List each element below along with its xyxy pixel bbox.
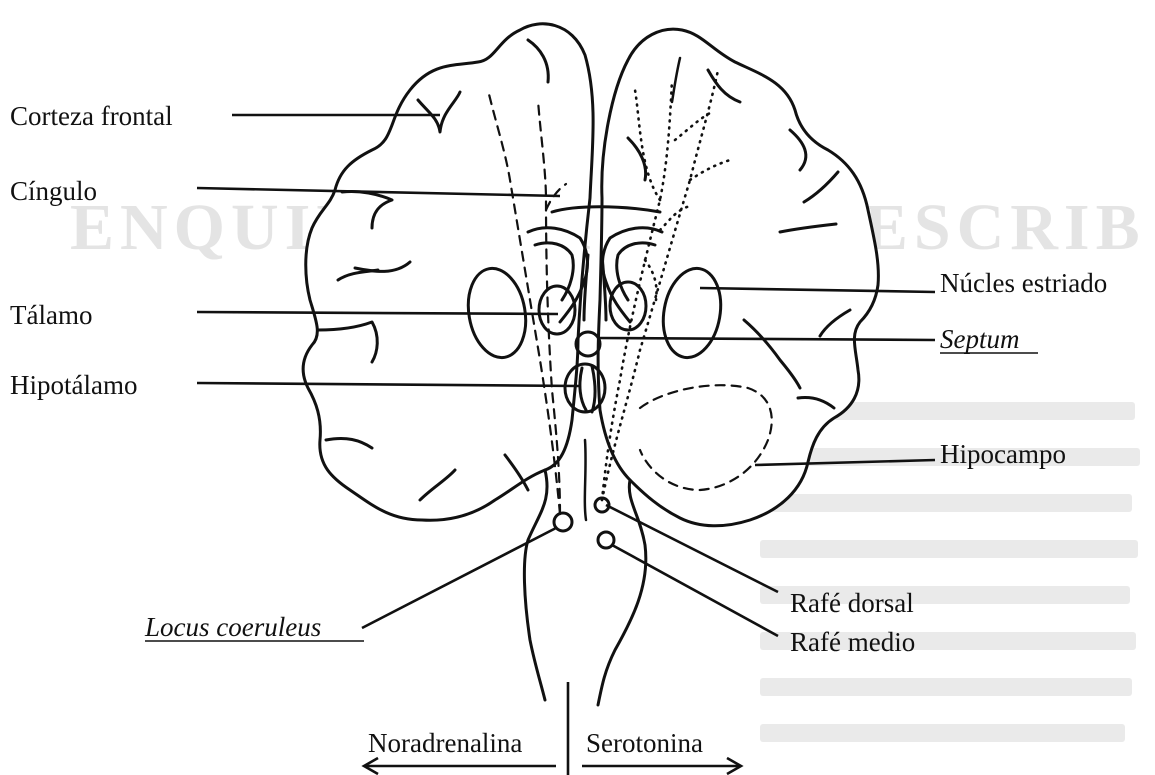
label-hipocampo: Hipocampo [940, 439, 1066, 469]
locus-coeruleus-nucleus [554, 513, 572, 531]
label-noradrenalina: Noradrenalina [368, 728, 522, 758]
label-cingulo: Cíngulo [10, 176, 97, 206]
hypothalamus-inner [580, 366, 595, 412]
label-locus-coeruleus: Locus coeruleus [144, 612, 321, 642]
label-serotonina: Serotonina [586, 728, 703, 758]
label-hipotalamo: Hipotálamo [10, 370, 137, 400]
brainstem [524, 470, 547, 700]
median-raphe-nucleus [598, 532, 614, 548]
brainstem-inner-line [585, 440, 586, 520]
label-rafe-dorsal: Rafé dorsal [790, 588, 914, 618]
label-septum: Septum [940, 324, 1019, 354]
left-hemisphere [303, 24, 593, 520]
label-talamo: Tálamo [10, 300, 92, 330]
label-nucles-estriado: Núcles estriado [940, 268, 1107, 298]
label-corteza-frontal: Corteza frontal [10, 101, 173, 131]
left-hemisphere-outline [303, 24, 593, 520]
septum [576, 332, 600, 356]
label-rafe-medio: Rafé medio [790, 627, 915, 657]
leader-rafe-medio [612, 545, 778, 636]
